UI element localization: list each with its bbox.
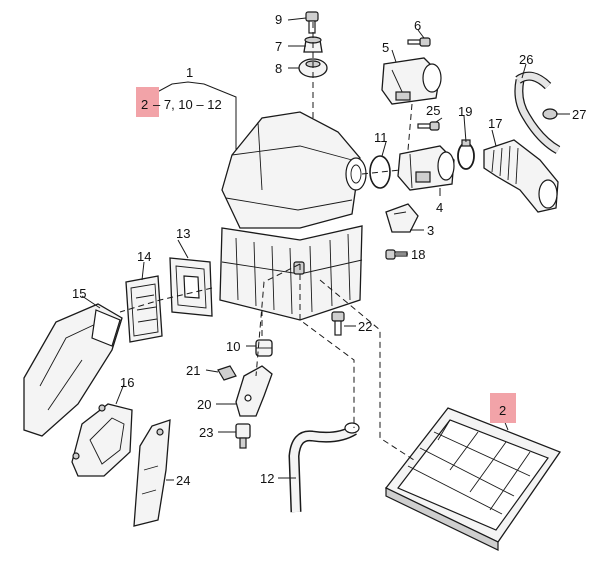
callout-13: 13 xyxy=(176,226,190,241)
part-2-filter-element xyxy=(384,407,561,551)
part-6-screw xyxy=(407,37,431,47)
callouts: 9 7 8 6 5 25 19 17 11 4 3 18 26 27 13 14… xyxy=(72,12,586,488)
callout-14: 14 xyxy=(137,249,151,264)
callout-26: 26 xyxy=(519,52,533,67)
part-12-drain-hose xyxy=(288,422,360,513)
callout-5: 5 xyxy=(382,40,389,55)
part-26-breather-hose xyxy=(514,71,561,154)
callout-23: 23 xyxy=(199,425,213,440)
part-25-screw xyxy=(417,121,440,131)
callout-1: 1 xyxy=(186,65,193,80)
callout-25: 25 xyxy=(426,103,440,118)
part-14-filter-element xyxy=(125,275,163,343)
callout-21: 21 xyxy=(186,363,200,378)
highlight-box-range xyxy=(136,87,159,117)
part-5-sensor-housing xyxy=(381,57,442,105)
callout-2: 2 xyxy=(499,403,506,418)
callout-7: 7 xyxy=(275,39,282,54)
assembly-lines xyxy=(119,22,415,461)
group-range-rest: – 7, 10 – 12 xyxy=(153,97,222,112)
callout-16: 16 xyxy=(120,375,134,390)
part-19-clamp xyxy=(457,139,475,170)
part-15-intake-duct xyxy=(23,303,123,437)
part-24-bracket xyxy=(133,419,171,527)
callout-4: 4 xyxy=(436,200,443,215)
callout-10: 10 xyxy=(226,339,240,354)
callout-15: 15 xyxy=(72,286,86,301)
part-13-seal xyxy=(169,257,213,317)
callout-19: 19 xyxy=(458,104,472,119)
part-3-connector xyxy=(385,203,419,233)
group-label-1: 1 2 – 7, 10 – 12 xyxy=(136,65,237,150)
callout-18: 18 xyxy=(411,247,425,262)
callout-3: 3 xyxy=(427,223,434,238)
callout-27: 27 xyxy=(572,107,586,122)
group-range-highlighted: 2 xyxy=(141,97,148,112)
callout-12: 12 xyxy=(260,471,274,486)
callout-22: 22 xyxy=(358,319,372,334)
part-21-nut xyxy=(217,365,237,381)
callout-20: 20 xyxy=(197,397,211,412)
callout-6: 6 xyxy=(414,18,421,33)
part-16-resonator xyxy=(71,403,133,477)
callout-9: 9 xyxy=(275,12,282,27)
part-7-grommet xyxy=(303,36,323,53)
group-bracket xyxy=(147,81,237,150)
part-9-bolt xyxy=(305,11,319,34)
callout-24: 24 xyxy=(176,473,190,488)
callout-8: 8 xyxy=(275,61,282,76)
part-23-rubber-buffer xyxy=(235,423,251,449)
part-4-air-mass-meter xyxy=(397,145,455,191)
part-20-mounting-bracket xyxy=(235,365,273,417)
part-10-rubber-mount xyxy=(255,339,273,357)
air-filter-housing xyxy=(219,111,367,321)
part-17-intake-hose xyxy=(483,139,559,213)
part-27-clip xyxy=(542,108,558,120)
highlight-box-filter xyxy=(490,393,516,423)
part-22-screw xyxy=(331,311,345,336)
callout-17: 17 xyxy=(488,116,502,131)
part-11-o-ring xyxy=(369,155,391,189)
leader-lines xyxy=(81,17,570,481)
callout-11: 11 xyxy=(374,130,388,145)
